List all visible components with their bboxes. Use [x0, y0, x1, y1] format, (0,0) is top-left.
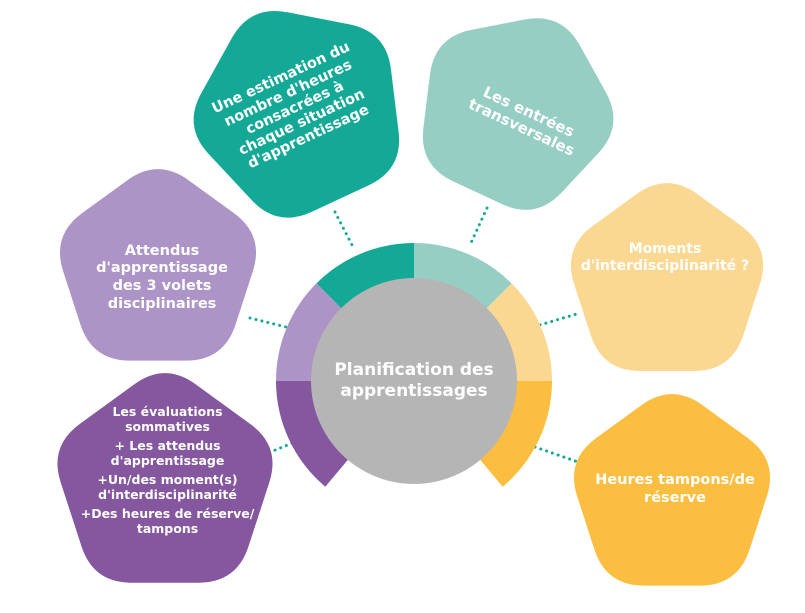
connector-heures-tampons — [533, 445, 580, 464]
node-label-line: tampons — [136, 521, 199, 536]
node-label-line: d'interdisciplinarité ? — [580, 258, 750, 274]
center-label: Planification des apprentissages — [300, 340, 528, 422]
node-label-line: Attendus — [124, 242, 200, 259]
ring-segment-entrees-transversales — [414, 243, 512, 314]
node-label-line: +Des heures de réserve/ — [80, 506, 255, 521]
node-label-line: Heures tampons/de — [595, 472, 755, 489]
connector-heures-estimation — [333, 210, 354, 247]
ring-segment-attendus-apprentissage — [276, 283, 347, 381]
node-label-attendus-apprentissage: Attendus d'apprentissage des 3 volets di… — [62, 232, 262, 324]
node-label-line: sommatives — [125, 419, 210, 434]
node-label-line: + Les attendus — [114, 438, 221, 453]
center-ring — [276, 243, 552, 487]
ring-segment-heures-tampons — [475, 381, 552, 487]
node-shape-attendus-apprentissage — [59, 169, 257, 361]
ring-segment-heures-estimation — [316, 243, 414, 314]
connector-interdisciplinarite — [538, 311, 582, 327]
node-label-line: d'interdisciplinarité — [98, 487, 237, 502]
connector-entrees-transversales — [468, 206, 489, 247]
node-label-line: réserve — [644, 490, 706, 506]
connector-attendus-apprentissage — [248, 316, 292, 330]
node-shape-heures-tampons — [573, 394, 771, 586]
node-shape-evaluations-sommatives — [57, 373, 273, 583]
node-label-line: Les évaluations — [112, 404, 223, 419]
node-label-line: +Un/des moment(s) — [97, 472, 238, 487]
ring-segment-evaluations-sommatives — [276, 381, 353, 487]
node-label-line: Moments — [628, 240, 702, 257]
node-label-line: d'apprentissage — [110, 453, 225, 468]
node-label-interdisciplinarite: Moments d'interdisciplinarité ? — [565, 233, 765, 283]
center-label-line: Planification des — [334, 360, 494, 381]
center-label-line: apprentissages — [340, 381, 488, 401]
center-circle — [311, 278, 517, 484]
node-shape-interdisciplinarite — [570, 183, 764, 371]
node-shapes — [57, 11, 771, 586]
node-shape-entrees-transversales — [422, 18, 614, 210]
node-label-heures-tampons: Heures tampons/de réserve — [570, 465, 780, 515]
node-label-line: disciplinaires — [107, 295, 217, 312]
node-label-evaluations-sommatives: Les évaluations sommatives + Les attendu… — [55, 390, 280, 550]
node-label-line: des 3 volets — [112, 278, 212, 294]
ring-segment-interdisciplinarite — [481, 283, 552, 381]
node-label-line: d'apprentissage — [96, 260, 228, 277]
node-shape-heures-estimation — [193, 11, 400, 218]
